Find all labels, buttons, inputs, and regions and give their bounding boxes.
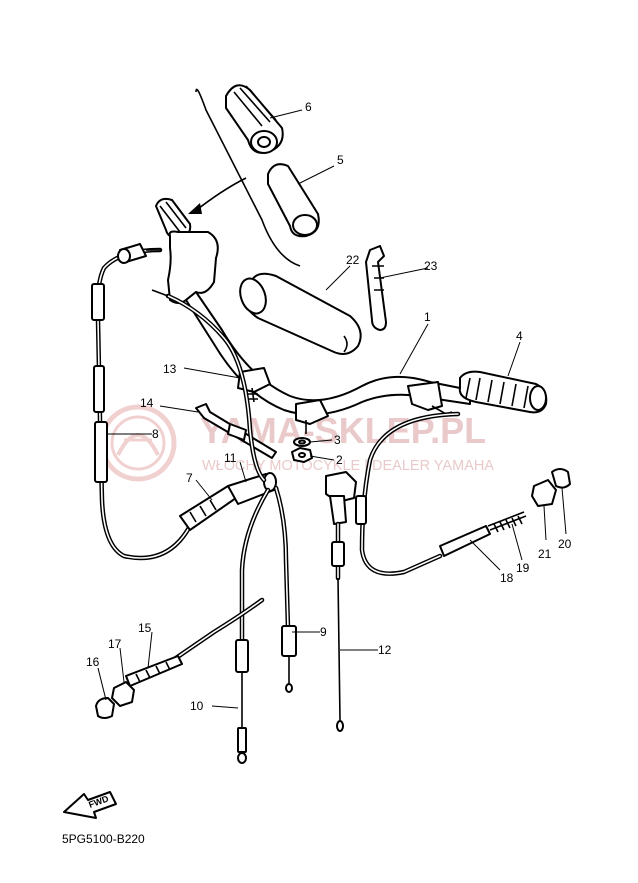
part-4-grip-right xyxy=(458,370,548,414)
label-12: 12 xyxy=(378,643,392,657)
part-7-adjuster xyxy=(179,485,237,531)
detail-arrow-line xyxy=(193,177,247,213)
part-2-nut xyxy=(291,447,313,463)
fwd-arrow-icon: FWD xyxy=(63,791,117,819)
part-3-washer xyxy=(293,437,311,447)
part-14-cable-tie xyxy=(195,403,277,459)
label-17: 17 xyxy=(108,637,122,651)
bar-bracket xyxy=(407,381,443,411)
part-16-cap xyxy=(95,697,115,719)
part-5-grip-inner xyxy=(267,163,320,238)
part-20-cap xyxy=(551,468,571,489)
label-23: 23 xyxy=(424,259,438,273)
label-13: 13 xyxy=(163,362,177,376)
part-21-nut xyxy=(531,479,557,507)
label-4: 4 xyxy=(516,329,523,343)
label-1: 1 xyxy=(424,310,431,324)
label-20: 20 xyxy=(558,537,572,551)
label-8: 8 xyxy=(152,427,159,441)
label-15: 15 xyxy=(138,621,152,635)
label-9: 9 xyxy=(320,625,327,639)
label-10: 10 xyxy=(190,699,204,713)
part-17-nut xyxy=(111,681,135,707)
part-18-cable xyxy=(355,411,461,576)
label-6: 6 xyxy=(305,100,312,114)
holder-right xyxy=(295,399,329,434)
part-22-pad xyxy=(239,272,362,355)
throttle-housing xyxy=(167,230,219,304)
diagram-code: 5PG5100-B220 xyxy=(62,832,145,846)
watermark-logo-icon xyxy=(99,404,177,482)
part-23-band xyxy=(365,245,387,331)
label-18: 18 xyxy=(500,571,514,585)
label-21: 21 xyxy=(538,547,552,561)
part-8-cable xyxy=(91,243,193,561)
part-9-cable xyxy=(273,485,297,693)
label-16: 16 xyxy=(86,655,100,669)
part-15-cable xyxy=(125,597,265,687)
watermark-subtitle: WŁOCHY MOTOCYKLE | DEALER YAMAHA xyxy=(202,458,494,474)
label-3: 3 xyxy=(334,433,341,447)
part-number-labels: 6 5 22 23 1 4 13 14 8 3 2 11 7 15 17 16 … xyxy=(86,100,572,713)
detail-arrow-head xyxy=(188,203,202,214)
label-2: 2 xyxy=(336,453,343,467)
part-12-cable xyxy=(325,471,357,732)
detail-separator xyxy=(195,88,301,267)
part-19-spring xyxy=(439,511,527,557)
label-19: 19 xyxy=(516,561,530,575)
leader-lines xyxy=(97,109,567,709)
part-6-grip xyxy=(225,84,284,154)
label-14: 14 xyxy=(140,396,154,410)
part-10-cable xyxy=(235,487,271,764)
label-11: 11 xyxy=(224,451,237,465)
label-7: 7 xyxy=(186,471,193,485)
label-22: 22 xyxy=(346,253,360,267)
label-5: 5 xyxy=(337,153,344,167)
